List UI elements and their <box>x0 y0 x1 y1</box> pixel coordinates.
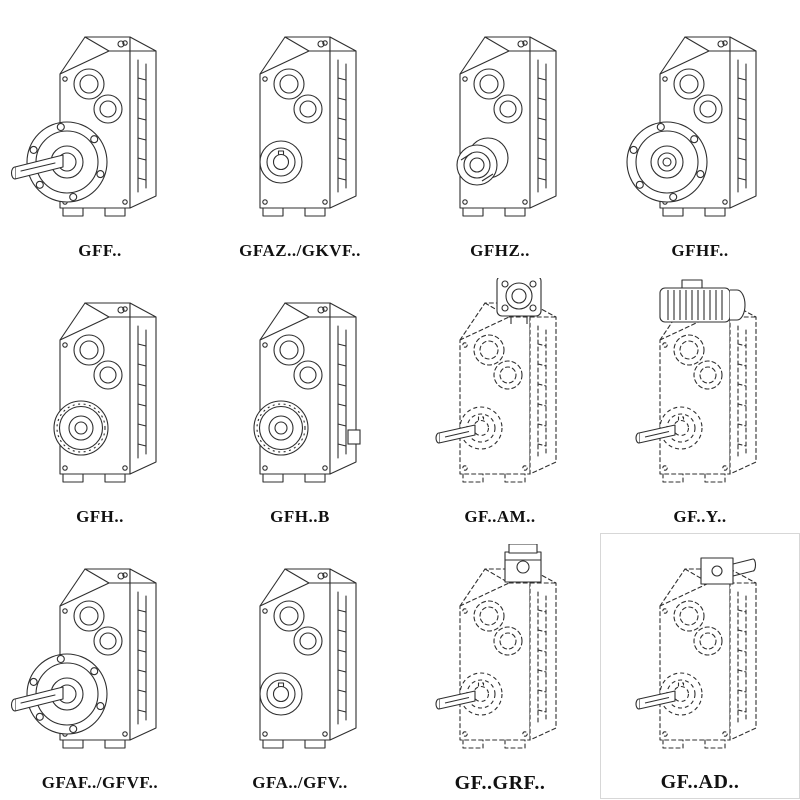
catalog-cell-gf-grf: GF..GRF.. <box>400 533 600 799</box>
model-label: GFH..B <box>270 507 330 526</box>
catalog-cell-gfaz-gkvf: GFAZ../GKVF.. <box>200 1 400 267</box>
catalog-cell-gfh: GFH.. <box>0 267 200 533</box>
catalog-cell-gfh-b: GFH..B <box>200 267 400 533</box>
gearbox-front-flange-drawing <box>605 1 795 235</box>
model-label: GFHZ.. <box>470 241 530 260</box>
gearbox-phantom-gear-adapter-drawing <box>405 533 595 767</box>
catalog-cell-gff: GFF.. <box>0 1 200 267</box>
gearbox-hollow-shaft-drawing <box>205 1 395 235</box>
catalog-cell-gf-am: GF..AM.. <box>400 267 600 533</box>
model-label: GF..GRF.. <box>454 771 546 794</box>
catalog-cell-gfhf: GFHF.. <box>600 1 800 267</box>
model-label: GFAF../GFVF.. <box>41 773 159 792</box>
model-label: GFF.. <box>78 241 122 260</box>
model-label: GFA../GFV.. <box>252 773 348 792</box>
catalog-cell-gfaf-gfvf: GFAF../GFVF.. <box>0 533 200 799</box>
model-label: GF..Y.. <box>673 507 727 526</box>
catalog-cell-gfhz: GFHZ.. <box>400 1 600 267</box>
gearbox-phantom-input-adapter-drawing <box>605 534 795 766</box>
gearbox-phantom-motor-drawing <box>605 267 795 501</box>
gearbox-phantom-adapter-flange-drawing <box>405 267 595 501</box>
model-label: GFAZ../GKVF.. <box>239 241 361 260</box>
model-label: GFHF.. <box>671 241 729 260</box>
gearbox-bearing-drawing <box>5 267 195 501</box>
gearbox-flange-shaft-drawing <box>5 533 195 767</box>
model-label: GFH.. <box>76 507 124 526</box>
catalog-cell-gf-y: GF..Y.. <box>600 267 800 533</box>
catalog-cell-gfa-gfv: GFA../GFV.. <box>200 533 400 799</box>
gearbox-shrink-disc-drawing <box>405 1 595 235</box>
catalog-cell-gf-ad: GF..AD.. <box>600 533 800 799</box>
gearbox-flange-shaft-drawing <box>5 1 195 235</box>
gearbox-bearing-backstop-drawing <box>205 267 395 501</box>
gearbox-hollow-shaft-drawing <box>205 533 395 767</box>
model-label: GF..AD.. <box>660 770 740 793</box>
model-label: GF..AM.. <box>464 507 536 526</box>
